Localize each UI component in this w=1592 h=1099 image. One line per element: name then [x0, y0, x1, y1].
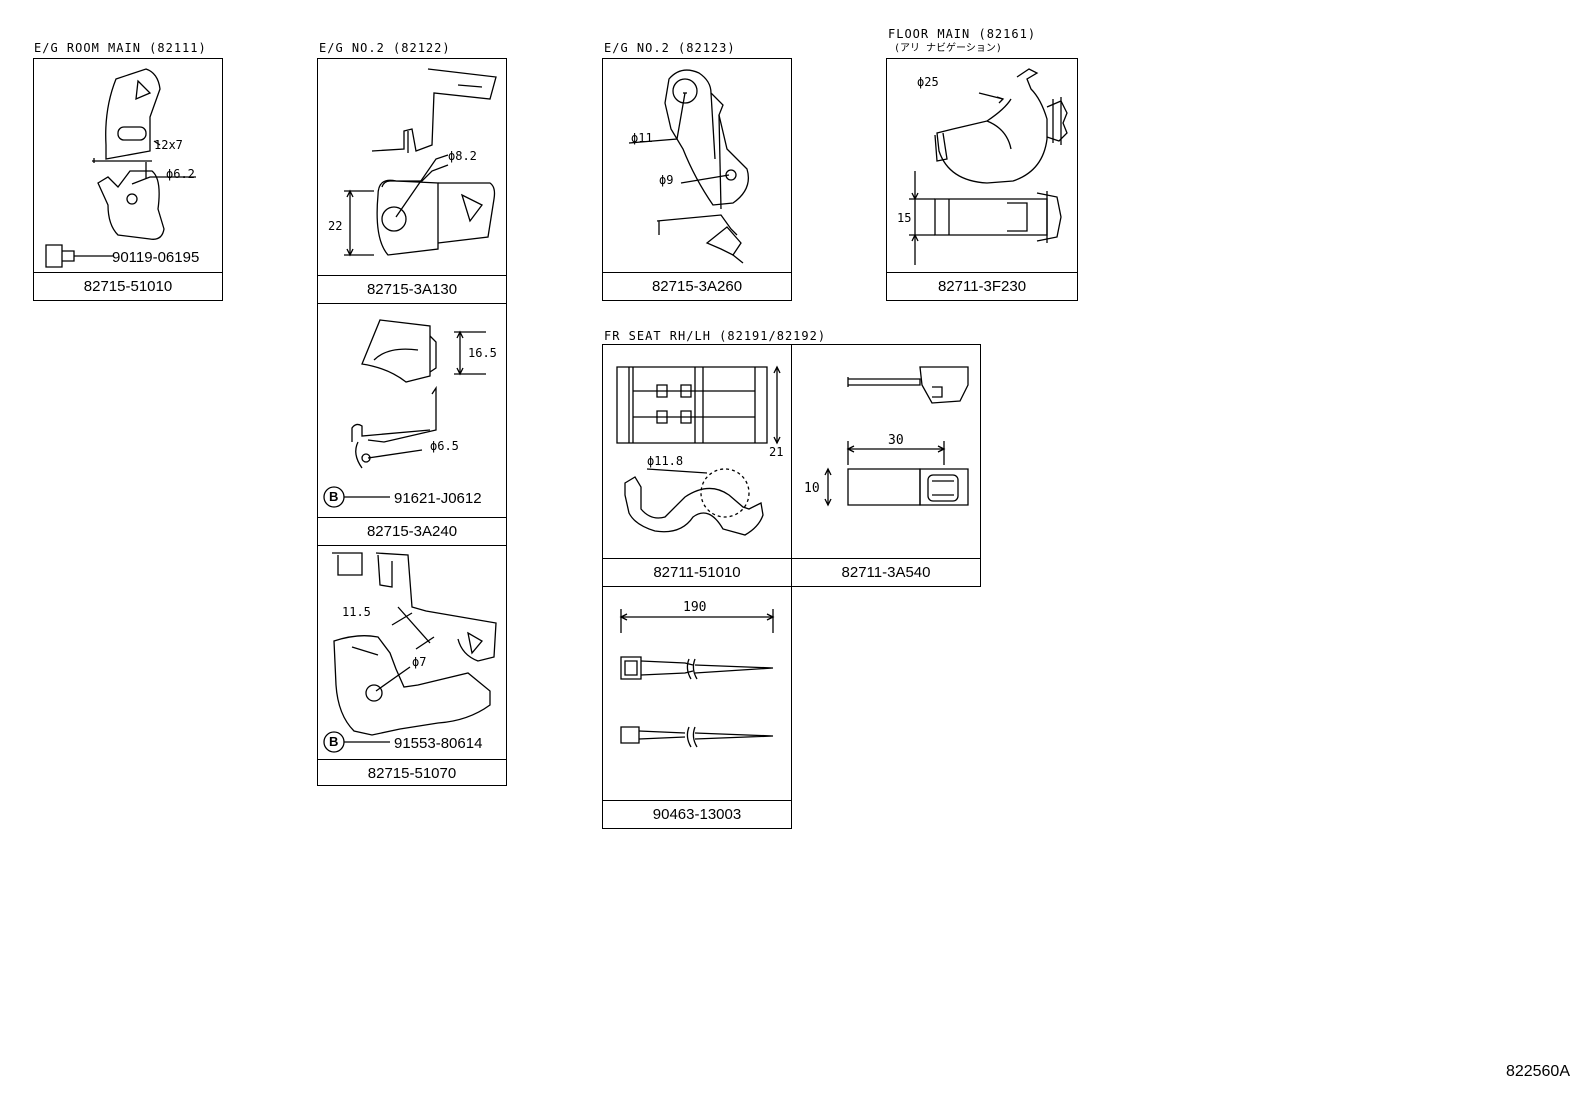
bracket-drawing — [603, 59, 791, 273]
part-number-label: 82715-3A130 — [318, 275, 506, 304]
part-cell-82715-3A130: ϕ8.2 22 — [318, 59, 506, 302]
part-box-82715-51010: 12x7 ϕ6.2 90119-06195 82715-51010 — [33, 58, 223, 301]
dim-hole: ϕ8.2 — [448, 149, 477, 163]
clamp-drawing — [887, 59, 1077, 273]
dim-hole: ϕ6.2 — [166, 167, 195, 181]
part-box-82715-3A260: ϕ11 ϕ9 82715-3A260 — [602, 58, 792, 301]
dim-height: 10 — [804, 481, 820, 496]
dim-hole: ϕ7 — [412, 655, 427, 669]
dim-diameter: ϕ25 — [917, 75, 939, 89]
group-header-eg-room-main: E/G ROOM MAIN (82111) — [34, 41, 207, 55]
part-number-label: 90463-13003 — [603, 800, 791, 828]
part-number-label: 82715-3A260 — [603, 272, 791, 300]
part-number-label: 82715-51070 — [318, 759, 506, 787]
bracket-drawing — [318, 545, 506, 759]
clip-part-number: 91621-J0612 — [394, 490, 482, 507]
part-box-82711-51010: 21 ϕ11.8 82711-51010 — [602, 344, 792, 587]
b-marker-icon: B — [329, 734, 339, 749]
b-marker-icon: B — [329, 489, 339, 504]
part-box-82711-3A540: 30 10 82711-3A540 — [791, 344, 981, 587]
diagram-code: 822560A — [1505, 1063, 1570, 1080]
bracket-drawing — [318, 59, 506, 273]
part-number-label: 82715-51010 — [34, 272, 222, 300]
dim-height: 21 — [769, 445, 784, 459]
part-cell-82715-3A240: 16.5 ϕ6.5 B 91621-J0612 — [318, 302, 506, 545]
clip-drawing — [792, 345, 980, 559]
group-subheader-floor-main: (アリ ナビゲーション) — [894, 43, 1002, 54]
bracket-drawing — [34, 59, 222, 273]
bolt-part-number: 90119-06195 — [112, 249, 200, 266]
cable-tie-drawing — [603, 587, 791, 801]
dim-width: 30 — [888, 433, 904, 448]
part-box-82711-3F230: ϕ25 15 82711-3F230 — [886, 58, 1078, 301]
dim-height: 22 — [328, 219, 343, 233]
part-cell-82715-51070: 11.5 ϕ7 B 91553-80614 82715-51070 — [318, 545, 506, 787]
group-header-eg-no2-82123: E/G NO.2 (82123) — [604, 41, 736, 55]
dim-length: 190 — [683, 600, 707, 615]
part-number-label: 82711-3F230 — [887, 272, 1077, 300]
part-box-90463-13003: 190 90463-13003 — [602, 586, 792, 829]
dim-big-hole: ϕ11 — [631, 131, 653, 145]
part-column-eg-no2: ϕ8.2 22 82715-3A130 — [317, 58, 507, 786]
group-header-eg-no2-82122: E/G NO.2 (82122) — [319, 41, 451, 55]
part-number-label: 82711-51010 — [603, 558, 791, 586]
clip-part-number: 91553-80614 — [394, 735, 483, 752]
dim-small-hole: ϕ9 — [659, 173, 674, 187]
group-header-floor-main: FLOOR MAIN (82161) — [888, 27, 1037, 41]
clamp-drawing — [318, 302, 506, 516]
clamp-drawing — [603, 345, 791, 559]
dim-hole: ϕ6.5 — [430, 439, 459, 453]
group-header-fr-seat: FR SEAT RH/LH (82191/82192) — [604, 329, 827, 343]
part-number-label: 82711-3A540 — [792, 558, 980, 586]
dim-slot: 12x7 — [154, 138, 183, 152]
dim-height: 15 — [897, 211, 912, 225]
dim-width: 11.5 — [342, 605, 371, 619]
dim-height: 16.5 — [468, 346, 497, 360]
part-number-label: 82715-3A240 — [318, 517, 506, 546]
dim-diameter: ϕ11.8 — [647, 454, 684, 468]
